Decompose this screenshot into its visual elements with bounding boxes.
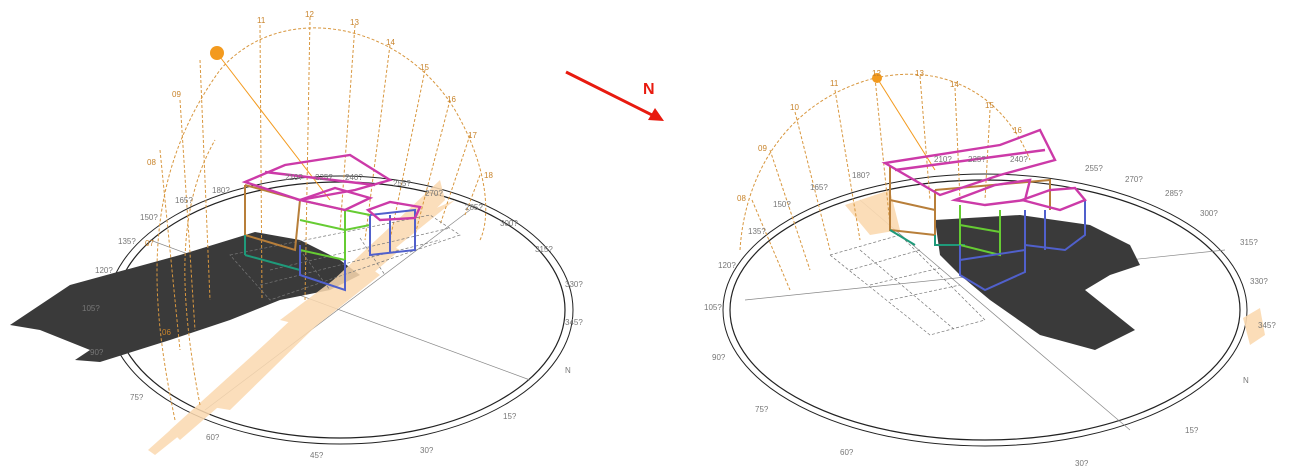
left-az-345: 345?: [565, 318, 583, 327]
right-az-60: 60?: [840, 448, 854, 457]
left-light-rays: [148, 180, 455, 455]
right-az-90: 90?: [712, 353, 726, 362]
right-hour-16: 16: [1013, 126, 1022, 135]
left-az-270: 270?: [425, 189, 443, 198]
left-az-210: 210?: [285, 173, 303, 182]
left-az-30: 30?: [420, 446, 434, 455]
right-az-240: 240?: [1010, 155, 1028, 164]
right-building: [889, 165, 1086, 292]
left-az-105: 105?: [82, 304, 100, 313]
left-hour-07: 07: [145, 239, 154, 248]
right-light-left: [845, 190, 900, 235]
right-az-180: 180?: [852, 171, 870, 180]
right-hour-15: 15: [985, 101, 994, 110]
right-hour-14: 14: [950, 80, 959, 89]
right-hour-10: 10: [790, 103, 799, 112]
right-az-105: 105?: [704, 303, 722, 312]
left-az-north: N: [565, 366, 571, 375]
right-az-285: 285?: [1165, 189, 1183, 198]
right-sun-ray: [876, 77, 936, 171]
right-az-225: 225?: [968, 155, 986, 164]
left-az-60: 60?: [206, 433, 220, 442]
north-arrow-label: N: [643, 81, 655, 98]
right-azimuth-labels: 180? 165? 150? 135? 120? 105? 90? 75? 60…: [704, 155, 1276, 468]
left-az-180: 180?: [212, 186, 230, 195]
right-site-grid: [829, 234, 986, 336]
right-sun: [872, 73, 882, 83]
right-az-300: 300?: [1200, 209, 1218, 218]
left-shadow: [10, 232, 360, 362]
left-view: 180? 165? 150? 135? 120? 105? 90? 75? 60…: [10, 10, 583, 460]
left-hour-12: 12: [305, 10, 314, 19]
left-hour-15: 15: [420, 63, 429, 72]
right-az-north: N: [1243, 376, 1249, 385]
right-az-150: 150?: [773, 200, 791, 209]
left-hour-06: 06: [162, 328, 171, 337]
left-azimuth-labels: 180? 165? 150? 135? 120? 105? 90? 75? 60…: [82, 173, 583, 460]
left-hour-08: 08: [147, 158, 156, 167]
left-sun-path: [156, 16, 487, 421]
right-az-255: 255?: [1085, 164, 1103, 173]
left-hour-14: 14: [386, 38, 395, 47]
left-hour-labels: 06 07 08 09 11 12 13 14 15 16 17 18: [145, 10, 493, 337]
left-az-285: 285?: [465, 203, 483, 212]
right-az-30: 30?: [1075, 459, 1089, 468]
right-view: 180? 165? 150? 135? 120? 105? 90? 75? 60…: [704, 69, 1276, 468]
right-compass-ring: [722, 173, 1248, 447]
left-az-150: 150?: [140, 213, 158, 222]
right-hour-11: 11: [830, 79, 839, 88]
left-hour-16: 16: [447, 95, 456, 104]
left-az-240: 240?: [345, 173, 363, 182]
left-az-300: 300?: [500, 219, 518, 228]
right-shadow: [935, 215, 1140, 350]
north-arrow: N: [565, 70, 664, 121]
right-hour-12: 12: [872, 69, 881, 78]
left-hour-17: 17: [468, 131, 477, 140]
left-az-45: 45?: [310, 451, 324, 460]
left-az-135: 135?: [118, 237, 136, 246]
right-az-330: 330?: [1250, 277, 1268, 286]
right-az-165: 165?: [810, 183, 828, 192]
right-az-210: 210?: [934, 155, 952, 164]
left-az-15: 15?: [503, 412, 517, 421]
left-az-165: 165?: [175, 196, 193, 205]
right-hour-13: 13: [915, 69, 924, 78]
left-az-120: 120?: [95, 266, 113, 275]
right-roof: [881, 128, 1087, 212]
right-az-135: 135?: [748, 227, 766, 236]
right-az-120: 120?: [718, 261, 736, 270]
right-az-15: 15?: [1185, 426, 1199, 435]
left-sun-ray: [216, 52, 331, 201]
right-az-315: 315?: [1240, 238, 1258, 247]
left-hour-11: 11: [257, 16, 266, 25]
left-az-255: 255?: [393, 179, 411, 188]
right-az-270: 270?: [1125, 175, 1143, 184]
left-sun: [210, 46, 224, 60]
left-hour-13: 13: [350, 18, 359, 27]
left-roof: [241, 153, 422, 222]
left-az-315: 315?: [535, 245, 553, 254]
left-az-75: 75?: [130, 393, 144, 402]
right-az-75: 75?: [755, 405, 769, 414]
right-hour-08: 08: [737, 194, 746, 203]
left-az-225: 225?: [315, 173, 333, 182]
left-hour-09: 09: [172, 90, 181, 99]
left-az-90: 90?: [90, 348, 104, 357]
right-az-345: 345?: [1258, 321, 1276, 330]
left-hour-18: 18: [484, 171, 493, 180]
right-hour-09: 09: [758, 144, 767, 153]
right-hour-labels: 08 09 10 11 12 13 14 15 16: [737, 69, 1022, 203]
left-az-330: 330?: [565, 280, 583, 289]
right-light-right: [1243, 308, 1265, 345]
